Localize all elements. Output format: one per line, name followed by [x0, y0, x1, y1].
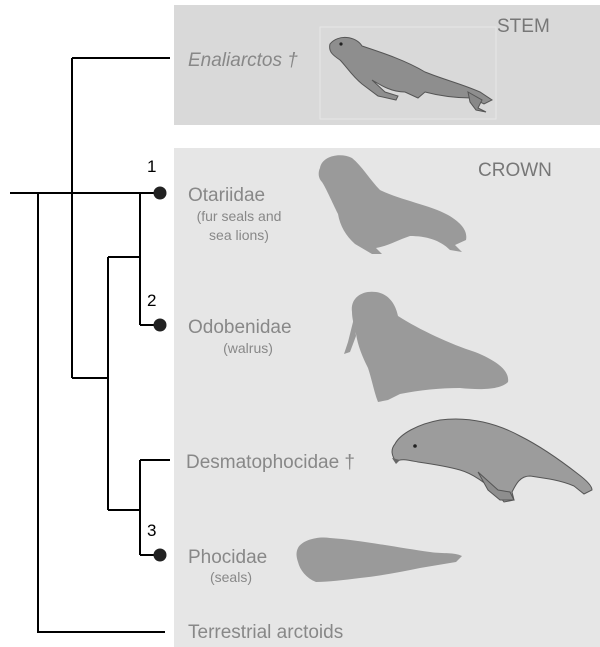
stem-label: STEM [497, 16, 550, 37]
crown-label: CROWN [478, 160, 552, 181]
taxon-odobenidae: Odobenidae [188, 317, 292, 338]
taxon-enaliarctos: Enaliarctos † [188, 50, 298, 71]
node-dot-odobenidae [154, 319, 167, 332]
common-name-otariidae-1: (fur seals and [197, 208, 282, 224]
common-name-otariidae-2: sea lions) [209, 227, 269, 243]
node-number-odobenidae: 2 [147, 291, 156, 310]
branch-outgroup [38, 193, 165, 632]
taxon-desmatophocidae: Desmatophocidae † [186, 452, 355, 473]
common-name-odobenidae: (walrus) [223, 340, 273, 356]
phylogenetic-tree [10, 58, 170, 632]
node-number-phocidae: 3 [147, 521, 156, 540]
node-dot-phocidae [154, 549, 167, 562]
common-name-phocidae: (seals) [210, 569, 252, 585]
node-dot-otariidae [154, 187, 167, 200]
node-number-otariidae: 1 [147, 157, 156, 176]
taxon-phocidae: Phocidae [188, 547, 267, 568]
taxon-terrestrial-arctoids: Terrestrial arctoids [188, 622, 343, 643]
taxon-otariidae: Otariidae [188, 185, 265, 206]
